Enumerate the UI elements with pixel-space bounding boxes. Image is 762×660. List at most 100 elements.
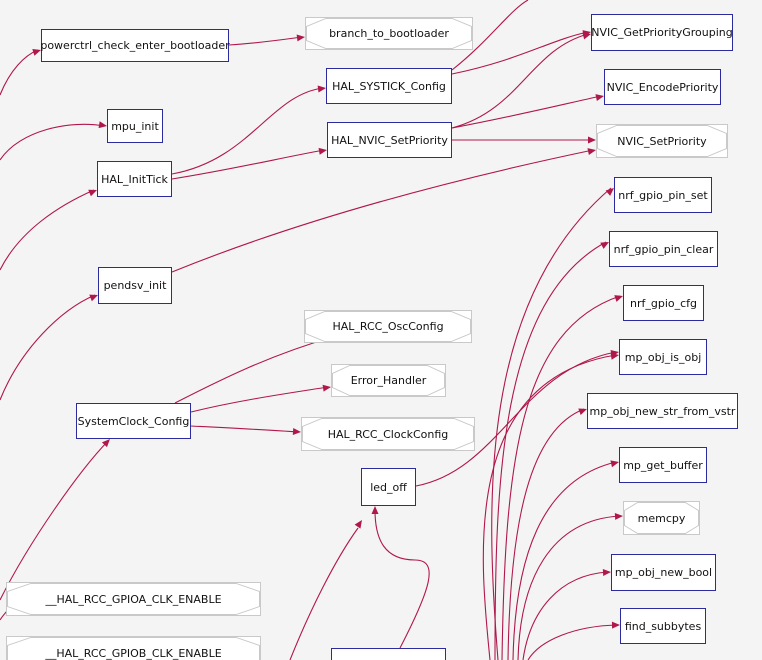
edge-pendsv-to-setprio-arrowhead <box>587 148 596 156</box>
node-label: mpu_init <box>111 119 159 133</box>
edge-ledoff-to-isobj <box>415 351 617 487</box>
node-branch-to-bootloader[interactable]: branch_to_bootloader <box>305 17 473 50</box>
edge-nvicprio-to-encode <box>451 95 602 129</box>
edge-in-gpiocfg-arrowhead <box>614 295 623 302</box>
node-label: mp_obj_new_str_from_vstr <box>589 404 736 418</box>
edge-in-mpu-arrowhead <box>98 121 107 129</box>
node-label: nrf_gpio_pin_clear <box>613 242 714 256</box>
node-label: SystemClock_Config <box>77 414 190 428</box>
node-label: find_subbytes <box>624 619 702 633</box>
edge-systick-to-nvicgetprio <box>451 31 589 75</box>
node-label: mp_obj_is_obj <box>624 350 702 364</box>
edge-in-powerctrl-arrowhead <box>32 49 41 56</box>
edge-in-newbool-arrowhead <box>602 568 611 576</box>
edge-in-getbuffer-arrowhead <box>610 460 619 468</box>
node-mp-obj-is-obj[interactable]: mp_obj_is_obj <box>619 339 707 375</box>
node-label: HAL_InitTick <box>101 172 168 186</box>
edge-in-getbuffer <box>512 461 617 660</box>
edge-in-newstr-arrowhead <box>578 408 587 416</box>
edge-in-top <box>451 0 529 71</box>
edge-nvicprio-to-setprio-arrowhead <box>588 136 596 144</box>
edge-powerctrl-to-branch <box>228 36 303 46</box>
node-label: powerctrl_check_enter_bootloader <box>40 39 230 52</box>
node-mp-obj-new-str-from-vstr[interactable]: mp_obj_new_str_from_vstr <box>587 393 738 429</box>
node-memcpy[interactable]: memcpy <box>623 501 700 535</box>
node-label: Error_Handler <box>350 374 427 387</box>
edge-in-inittick-arrowhead <box>88 189 97 197</box>
node-label: NVIC_EncodePriority <box>606 80 719 94</box>
node-hal-rcc-clockconfig[interactable]: HAL_RCC_ClockConfig <box>301 417 475 451</box>
node-label: HAL_RCC_OscConfig <box>332 320 444 333</box>
node-label: memcpy <box>637 511 686 525</box>
edge-in-pendsv-arrowhead <box>89 294 98 302</box>
node-nvic-encodepriority[interactable]: NVIC_EncodePriority <box>604 69 721 105</box>
edge-in-newstr <box>507 408 585 660</box>
node-gpioa-clk-enable[interactable]: __HAL_RCC_GPIOA_CLK_ENABLE <box>6 582 261 616</box>
node-label: HAL_NVIC_SetPriority <box>331 133 448 147</box>
edge-partial-to-ledoff-arrowhead <box>371 506 379 514</box>
edge-in-sysclk-arrowhead <box>101 439 110 448</box>
edge-inittick-to-systick <box>171 87 324 175</box>
edge-in-pinset-arrowhead <box>605 188 614 196</box>
node-label: pendsv_init <box>103 279 167 292</box>
node-hal-rcc-oscconfig[interactable]: HAL_RCC_OscConfig <box>304 310 472 343</box>
edge-in-isobj-2 <box>482 354 617 660</box>
edge-sysclk-to-errorhandler <box>190 386 329 413</box>
edge-in-findsub <box>527 624 618 660</box>
edge-powerctrl-to-branch-arrowhead <box>296 34 305 42</box>
edge-sysclk-to-clockconfig-arrowhead <box>292 427 301 435</box>
node-label: nrf_gpio_cfg <box>629 296 698 310</box>
edge-nvicprio-to-encode-arrowhead <box>595 94 604 102</box>
edge-inittick-to-nvicprio-arrowhead <box>318 147 327 155</box>
edge-in-isobj-2-arrowhead <box>610 352 619 360</box>
node-label: HAL_SYSTICK_Config <box>332 79 446 93</box>
edge-partial-to-ledoff <box>374 509 430 649</box>
node-label: __HAL_RCC_GPIOB_CLK_ENABLE <box>45 646 222 660</box>
node-label: __HAL_RCC_GPIOA_CLK_ENABLE <box>45 592 222 606</box>
node-label: HAL_RCC_ClockConfig <box>327 427 449 441</box>
edge-in-left-bottom <box>289 527 359 660</box>
edge-sysclk-to-oscconfig <box>174 336 334 404</box>
node-error-handler[interactable]: Error_Handler <box>331 364 446 397</box>
edge-in-sysclk <box>0 440 109 601</box>
edge-nvicprio-to-nvicgetprio-arrowhead <box>582 32 591 40</box>
node-pendsv-init[interactable]: pendsv_init <box>98 267 172 304</box>
edge-in-findsub-arrowhead <box>611 621 620 629</box>
edge-nvicprio-to-nvicgetprio <box>451 33 589 129</box>
edge-in-memcpy <box>517 515 621 660</box>
node-nrf-gpio-pin-set[interactable]: nrf_gpio_pin_set <box>614 177 712 213</box>
node-systemclock-config[interactable]: SystemClock_Config <box>76 403 191 439</box>
node-label: NVIC_SetPriority <box>617 134 707 148</box>
node-hal-systick-config[interactable]: HAL_SYSTICK_Config <box>326 68 452 104</box>
node-hal-inittick[interactable]: HAL_InitTick <box>97 161 172 197</box>
edge-in-newbool <box>522 571 609 660</box>
node-label: branch_to_bootloader <box>329 27 449 40</box>
node-find-subbytes[interactable]: find_subbytes <box>620 608 706 644</box>
node-mp-obj-new-bool[interactable]: mp_obj_new_bool <box>611 554 716 591</box>
node-nrf-gpio-pin-clear[interactable]: nrf_gpio_pin_clear <box>609 231 718 267</box>
node-label: NVIC_GetPriorityGrouping <box>591 26 733 39</box>
node-label: nrf_gpio_pin_set <box>618 188 708 202</box>
edge-pendsv-to-setprio <box>171 149 594 273</box>
node-gpiob-clk-enable[interactable]: __HAL_RCC_GPIOB_CLK_ENABLE <box>6 636 261 660</box>
node-hal-nvic-setpriority[interactable]: HAL_NVIC_SetPriority <box>327 122 452 158</box>
edge-in-left-bottom-arrowhead <box>354 520 362 529</box>
node-partial-bottom[interactable] <box>331 648 446 660</box>
edge-sysclk-to-errorhandler-arrowhead <box>322 384 331 392</box>
edge-in-mpu <box>0 123 105 161</box>
node-mp-get-buffer[interactable]: mp_get_buffer <box>619 447 707 483</box>
node-nvic-setpriority[interactable]: NVIC_SetPriority <box>596 124 728 158</box>
node-nrf-gpio-cfg[interactable]: nrf_gpio_cfg <box>623 285 704 321</box>
node-nvic-getprioritygrouping[interactable]: NVIC_GetPriorityGrouping <box>591 14 733 51</box>
node-mpu-init[interactable]: mpu_init <box>107 109 163 143</box>
node-led-off[interactable]: led_off <box>361 468 416 506</box>
edge-in-gpiocfg <box>501 295 621 660</box>
edge-in-pinclear-arrowhead <box>600 242 609 249</box>
node-label: mp_obj_new_bool <box>614 566 713 579</box>
node-label: led_off <box>370 480 407 494</box>
node-powerctrl-check-enter-bootloader[interactable]: powerctrl_check_enter_bootloader <box>40 29 230 62</box>
edge-in-pinclear <box>494 241 607 660</box>
edge-inittick-to-nvicprio <box>171 149 325 180</box>
